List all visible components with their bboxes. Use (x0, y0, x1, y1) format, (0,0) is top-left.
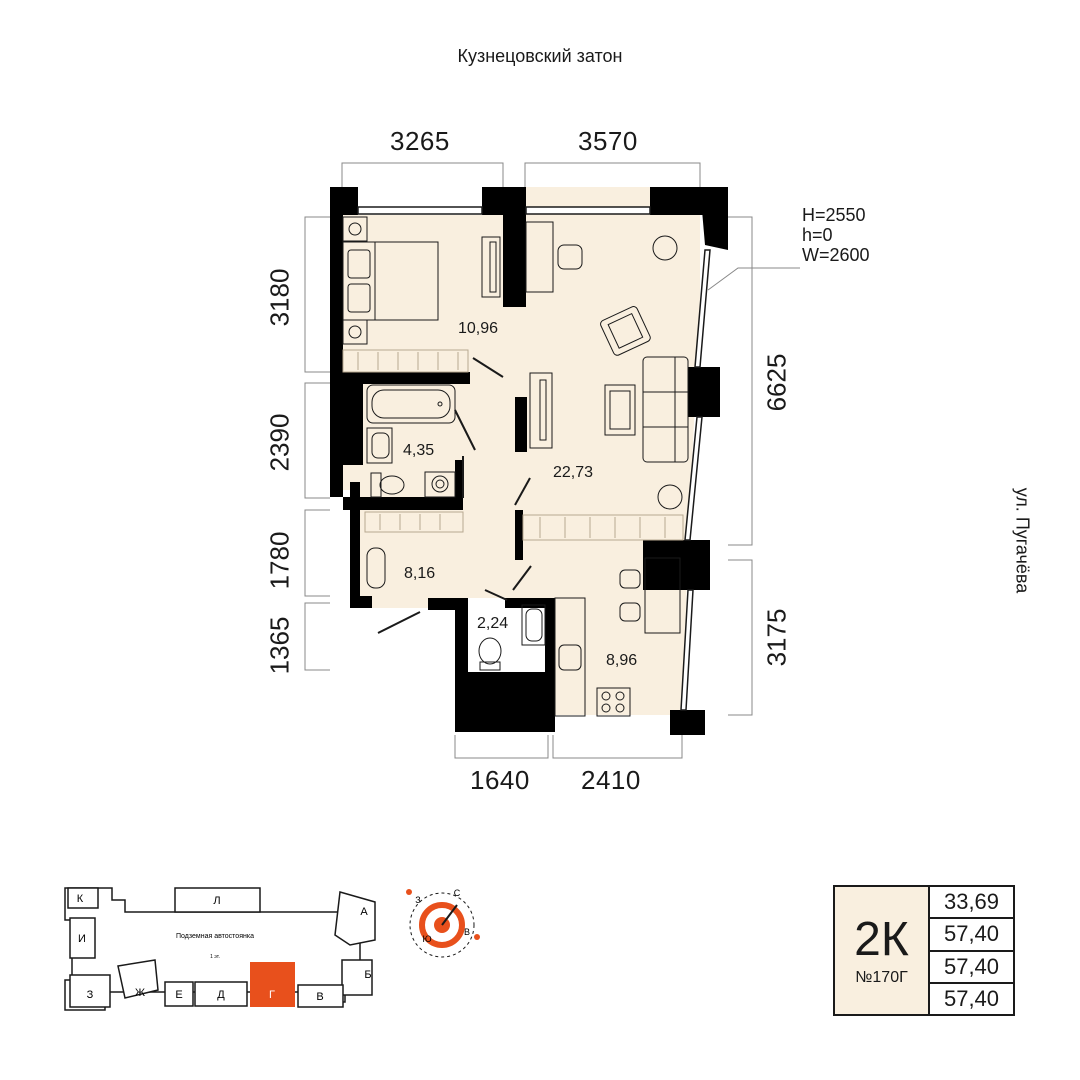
room-area-wc: 2,24 (477, 615, 508, 632)
windows (357, 206, 711, 711)
section-label-v: В (316, 991, 323, 1003)
room-area-living: 22,73 (553, 464, 593, 481)
section-label-e: Е (175, 989, 182, 1001)
room-area-bathroom: 4,35 (403, 442, 434, 459)
compass-east: В (464, 927, 470, 937)
walls (330, 187, 728, 735)
apartment-number: №170Г (855, 968, 908, 986)
dining-table-icon (644, 557, 681, 634)
section-label-i: И (78, 933, 86, 945)
room-area-kitchen: 8,96 (606, 652, 637, 669)
window-spec: H=2550 h=0 W=2600 (802, 205, 870, 265)
section-v (297, 984, 344, 1008)
sofa-icon (642, 356, 689, 463)
armchair-icon (600, 306, 651, 356)
room-area-bedroom: 10,96 (458, 320, 498, 337)
kitchen-chair-icon (619, 569, 641, 589)
apartment-areas: 33,69 57,40 57,40 57,40 (930, 887, 1013, 1014)
section-b (341, 959, 373, 996)
section-label-k: К (77, 893, 84, 905)
apartment-info: 2К №170Г 33,69 57,40 57,40 57,40 (833, 885, 1015, 1016)
section-label-a: А (360, 906, 368, 918)
washing-machine-icon (424, 471, 456, 498)
window-sill: h=0 (802, 225, 833, 245)
section-l (174, 887, 261, 913)
bathtub-icon (366, 384, 456, 424)
section-d (194, 981, 248, 1007)
wardrobe-hangers (357, 352, 666, 538)
site-plan: К Л И А Б З Ж Е Д Г В Подземная автостоя… (64, 887, 376, 1011)
apartment-type: 2К (854, 912, 909, 966)
doors (377, 357, 532, 634)
parking-label: Подземная автостоянка (176, 933, 254, 940)
section-e (164, 981, 194, 1007)
compass-north: С (454, 888, 461, 898)
window-width: W=2600 (802, 245, 870, 265)
section-label-b: Б (364, 969, 371, 981)
section-z (69, 974, 111, 1008)
section-label-g: Г (269, 989, 275, 1001)
compass-west: З (415, 895, 420, 905)
stove-icon (596, 687, 631, 717)
section-label-l: Л (213, 895, 220, 907)
area-total: 57,40 (930, 919, 1013, 952)
street-top-label: Кузнецовский затон (457, 46, 623, 66)
section-g-highlight (250, 962, 295, 1007)
chair-icon (557, 244, 583, 270)
parking-sub-label: 1 эт. (210, 954, 220, 960)
section-label-d: Д (217, 989, 225, 1001)
furniture (342, 216, 689, 717)
nightstand-icon (342, 216, 368, 242)
wc-toilet-icon (478, 637, 502, 665)
section-label-z: З (87, 989, 94, 1001)
hall-bench-icon (366, 547, 386, 589)
coffee-table-icon (604, 384, 636, 436)
toilet-icon (379, 475, 405, 495)
tv-icon (529, 372, 553, 449)
plant-icon (652, 235, 678, 261)
room-area-hall: 8,16 (404, 565, 435, 582)
sink-icon (366, 427, 393, 464)
dim-bottom-left: 1640 (470, 765, 530, 795)
section-a (334, 891, 376, 946)
dim-top-left: 3265 (390, 126, 450, 156)
area-living: 33,69 (930, 887, 1013, 920)
area-total-3: 57,40 (943, 985, 1000, 1011)
window-height: H=2550 (802, 205, 866, 225)
dim-top-right: 3570 (578, 126, 638, 156)
dim-bottom-right: 2410 (581, 765, 641, 795)
plant-icon (657, 484, 683, 510)
wardrobes (342, 349, 684, 541)
compass: С В Ю З (406, 888, 480, 958)
sun-icon (406, 889, 480, 940)
section-i (69, 917, 96, 959)
section-k (67, 887, 99, 909)
apartment-type-cell: 2К №170Г (835, 887, 930, 1014)
kitchen-counter-icon (554, 597, 586, 717)
dimension-lines (304, 162, 800, 759)
bed-icon (342, 241, 439, 321)
area-total-2: 57,40 (930, 952, 1013, 984)
section-label-zh: Ж (135, 987, 145, 999)
section-zh (117, 959, 159, 999)
compass-south: Ю (422, 934, 431, 944)
wc-sink-icon (521, 604, 546, 646)
